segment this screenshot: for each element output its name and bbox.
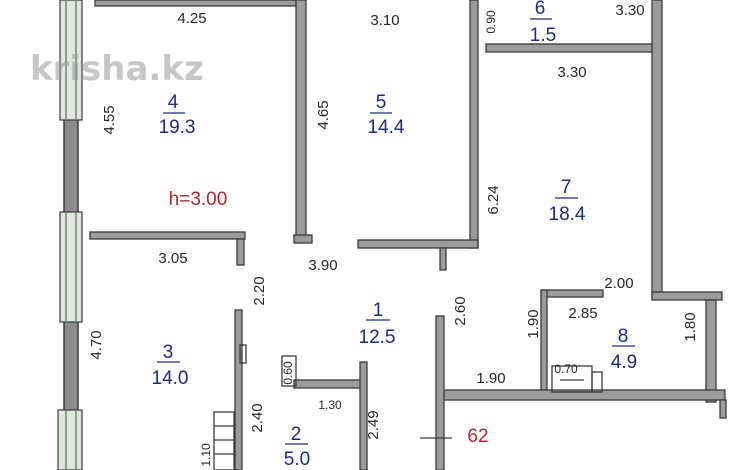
dim-2-60: 2.60 bbox=[452, 296, 469, 325]
room-7-area: 18.4 bbox=[549, 204, 586, 225]
dim-2-85: 2.85 bbox=[568, 305, 597, 322]
dim-4-55: 4.55 bbox=[101, 105, 118, 134]
stray-label: 62 bbox=[467, 426, 488, 447]
ceiling-height-label: h=3.00 bbox=[169, 189, 228, 210]
fixture-details bbox=[213, 344, 603, 470]
interior-walls bbox=[89, 0, 727, 470]
room-5-number: 5 bbox=[376, 92, 387, 113]
room-2-number: 2 bbox=[291, 424, 302, 445]
dim-1-10: 1.10 bbox=[199, 443, 213, 467]
room-8-number: 8 bbox=[618, 326, 629, 347]
dim-1-30: 1.30 bbox=[318, 398, 342, 412]
room-7-number: 7 bbox=[561, 177, 572, 198]
dim-6-24: 6.24 bbox=[485, 185, 502, 214]
dim-3-05: 3.05 bbox=[158, 250, 187, 267]
room-4-area: 19.3 bbox=[159, 117, 196, 138]
dim-0-60: 0.60 bbox=[281, 361, 295, 385]
dim-0-70: 0.70 bbox=[554, 362, 578, 376]
dim-4-65: 4.65 bbox=[315, 100, 332, 129]
dim-2-49: 2.49 bbox=[365, 410, 382, 439]
room-2-area: 5.0 bbox=[284, 449, 310, 470]
room-labels: 4 19.3 5 14.4 6 1.5 7 18.4 1 12.5 3 14.0… bbox=[152, 0, 638, 470]
room-4-number: 4 bbox=[168, 92, 179, 113]
room-6-area: 1.5 bbox=[530, 25, 556, 46]
room-1-number: 1 bbox=[373, 300, 384, 321]
room-5-area: 14.4 bbox=[368, 117, 405, 138]
dim-0-90: 0.90 bbox=[484, 10, 498, 34]
dim-1-90-h: 1.90 bbox=[476, 370, 505, 387]
dim-1-90-v: 1.90 bbox=[525, 309, 542, 338]
watermark: krisha.kz bbox=[30, 49, 204, 89]
dim-3-90: 3.90 bbox=[308, 257, 337, 274]
left-exterior-wall bbox=[57, 0, 83, 470]
dim-3-30-top: 3.30 bbox=[615, 2, 644, 19]
dim-2-40: 2.40 bbox=[249, 403, 266, 432]
dim-2-20: 2.20 bbox=[251, 276, 268, 305]
room-3-number: 3 bbox=[163, 342, 174, 363]
room-8-area: 4.9 bbox=[611, 352, 637, 373]
room-1-area: 12.5 bbox=[359, 327, 396, 348]
dim-3-10: 3.10 bbox=[370, 12, 399, 29]
room-3-area: 14.0 bbox=[152, 368, 189, 389]
room-6-number: 6 bbox=[535, 0, 546, 19]
dim-3-30: 3.30 bbox=[557, 64, 586, 81]
dim-4-70: 4.70 bbox=[88, 330, 105, 359]
dimension-labels: 4.25 3.10 0.90 3.30 3.30 4.55 4.65 6.24 … bbox=[88, 2, 699, 467]
dim-2-00: 2.00 bbox=[604, 275, 633, 292]
dim-1-80: 1.80 bbox=[682, 312, 699, 341]
dim-4-25: 4.25 bbox=[177, 10, 206, 27]
